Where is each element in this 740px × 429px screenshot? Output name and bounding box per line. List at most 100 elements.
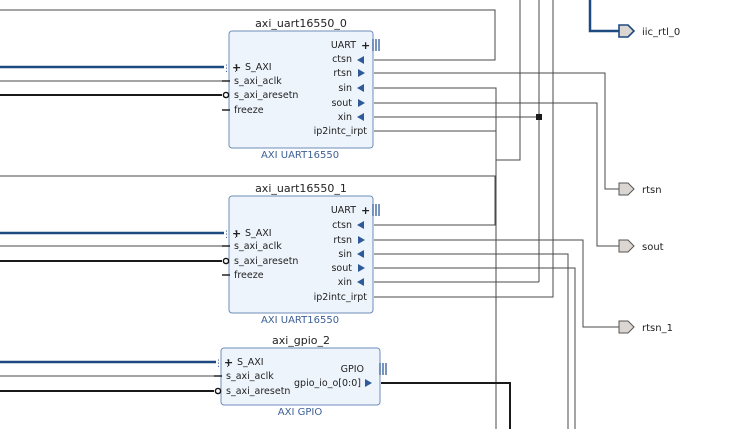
pin-label: xin [338,112,352,123]
input-arrow-icon [357,221,364,229]
pin-label: ip2intc_irpt [314,292,368,303]
block-instance-name: axi_uart16550_1 [255,182,347,195]
block-type-label: AXI GPIO [278,407,323,418]
block-body[interactable] [228,30,374,149]
pin-ctsn[interactable]: ctsn [332,220,364,231]
input-arrow-icon [357,84,364,92]
net-trunk-520[interactable] [496,0,521,161]
pin-freeze[interactable]: freeze [222,270,264,281]
pin-label: s_axi_aresetn [234,256,298,267]
output-port-icon [618,239,635,253]
pin-sin[interactable]: sin [338,249,364,260]
net-sout-0[interactable] [374,102,620,247]
pin-label: S_AXI [245,62,272,73]
pin-rtsn[interactable]: rtsn [333,235,365,246]
pin-xin[interactable]: xin [338,112,364,123]
pin-sin[interactable]: sin [338,83,364,94]
net-top-loop-0[interactable] [0,9,496,61]
net-trunk-553[interactable] [374,0,554,298]
pin-label: xin [338,277,352,288]
pin-gpio[interactable]: GPIO [341,363,387,375]
pin-rtsn[interactable]: rtsn [333,68,365,79]
pin-label: gpio_io_o[0:0] [294,378,361,389]
pin-s-axi-aresetn[interactable]: s_axi_aresetn [222,256,298,267]
port-sout[interactable]: sout [618,239,664,253]
pin-s-axi-aclk[interactable]: s_axi_aclk [222,241,282,252]
net-junction [536,114,542,120]
bus-dots-icon: ⋮⋮ [222,230,240,240]
pin-label: s_axi_aclk [234,76,282,87]
net-rtsn-0[interactable] [374,72,620,190]
pin-label: rtsn [333,235,352,246]
pin-label: GPIO [341,364,364,375]
net-gpio-out[interactable] [381,382,511,429]
input-arrow-icon [357,113,364,121]
block-axi-uart16550-0[interactable]: axi_uart16550_0 AXI UART16550 ⋮⋮ + S_AXI… [222,17,380,161]
pin-ctsn[interactable]: ctsn [332,54,364,65]
pin-label: sout [331,263,352,274]
inverted-pin-icon [222,257,230,265]
pin-s-axi-aresetn[interactable]: s_axi_aresetn [214,386,290,397]
net-top-loop-1[interactable] [0,175,496,226]
net-iic[interactable] [588,0,620,33]
block-axi-uart16550-1[interactable]: axi_uart16550_1 AXI UART16550 ⋮⋮ + S_AXI… [222,182,380,326]
block-type-label: AXI UART16550 [261,315,339,326]
net-sin-0[interactable] [374,87,497,429]
pin-label: sout [331,98,352,109]
pin-s-axi-aclk[interactable]: s_axi_aclk [222,76,282,87]
port-label: sout [642,242,664,253]
input-arrow-icon [357,250,364,258]
pin-s-axi-aresetn[interactable]: s_axi_aresetn [222,90,298,101]
output-port-icon [618,320,635,334]
plus-icon: + [224,356,233,369]
block-instance-name: axi_gpio_2 [272,334,330,347]
pin-label: rtsn [333,68,352,79]
port-rtsn-1[interactable]: rtsn_1 [618,320,673,334]
pin-uart[interactable]: UART + [331,39,380,52]
pin-label: S_AXI [245,228,272,239]
pin-label: freeze [234,270,264,281]
net-sin-1[interactable] [374,253,569,429]
pin-label: S_AXI [237,357,264,368]
pin-label: s_axi_aresetn [226,386,290,397]
pin-label: ctsn [332,220,352,231]
pin-sout[interactable]: sout [331,263,365,274]
pin-label: s_axi_aresetn [234,90,298,101]
port-label: rtsn [642,185,662,196]
net-rtsn-1[interactable] [374,239,620,328]
plus-icon: + [232,61,241,74]
pin-gpio-io-o[interactable]: gpio_io_o[0:0] [294,378,372,389]
net-sout-1[interactable] [374,267,576,429]
pin-ip2intc-irpt[interactable]: ip2intc_irpt [314,292,368,303]
output-arrow-icon [358,99,365,107]
port-iic-rtl-0[interactable]: iic_rtl_0 [618,24,680,38]
plus-icon: + [232,227,241,240]
pin-freeze[interactable]: freeze [222,105,264,116]
pin-ip2intc-irpt[interactable]: ip2intc_irpt [314,126,368,137]
block-type-label: AXI UART16550 [261,150,339,161]
inverted-pin-icon [222,91,230,99]
block-body[interactable] [228,195,374,314]
pin-xin[interactable]: xin [338,277,364,288]
pin-label: freeze [234,105,264,116]
plus-icon: + [361,39,370,52]
output-arrow-icon [358,264,365,272]
pin-s-axi[interactable]: ⋮⋮ + S_AXI [214,356,264,369]
pin-label: ctsn [332,54,352,65]
pin-label: s_axi_aclk [234,241,282,252]
pin-s-axi[interactable]: ⋮⋮ + S_AXI [222,227,272,240]
pin-s-axi-aclk[interactable]: s_axi_aclk [214,371,274,382]
output-arrow-icon [358,236,365,244]
pin-uart[interactable]: UART + [331,204,380,217]
pin-label: UART [331,205,356,216]
nets [0,0,620,429]
port-rtsn[interactable]: rtsn [618,182,662,196]
pin-sout[interactable]: sout [331,98,365,109]
output-arrow-icon [365,379,372,387]
port-label: rtsn_1 [642,323,673,334]
pin-s-axi[interactable]: ⋮⋮ + S_AXI [222,61,272,74]
block-axi-gpio-2[interactable]: axi_gpio_2 AXI GPIO ⋮⋮ + S_AXI s_axi_acl… [214,334,387,418]
bus-dots-icon: ⋮⋮ [214,359,232,369]
plus-icon: + [361,204,370,217]
